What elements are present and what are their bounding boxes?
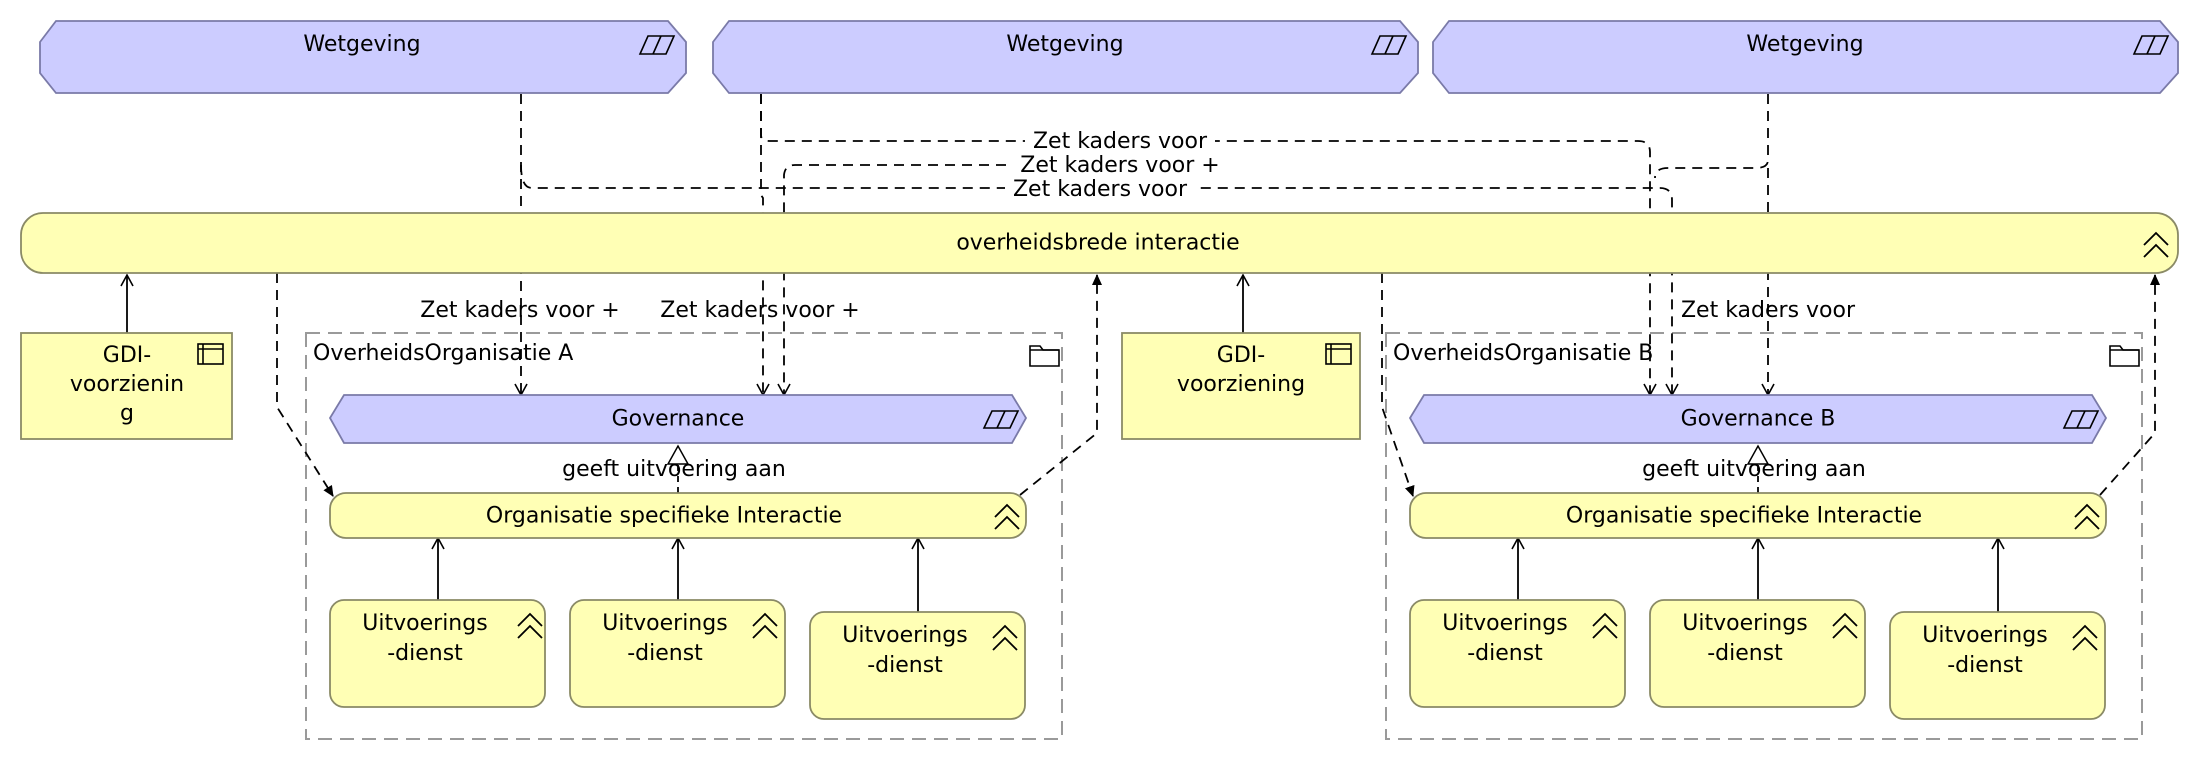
overheidsbrede-label: overheidsbrede interactie: [956, 231, 1239, 256]
interaction-org-specifiek-b[interactable]: Organisatie specifieke Interactie: [1409, 492, 2107, 539]
interaction-chevron-icon: [2143, 231, 2169, 258]
interaction-chevron-icon: [2074, 503, 2100, 530]
service-a-2-line-2: -dienst: [627, 641, 703, 666]
label-zet-kaders-voor-b: Zet kaders voor: [1681, 298, 1856, 323]
requirement-governance-b[interactable]: Governance B: [1408, 394, 2108, 444]
connector-wet2-gov-b: [760, 94, 1657, 397]
service-b-2-line-2: -dienst: [1707, 641, 1783, 666]
relation-labels: Zet kaders voor Zet kaders voor + Zet ka…: [420, 128, 1866, 482]
requirement-wetgeving-2[interactable]: Wetgeving: [712, 20, 1419, 94]
connector-wet2-gov-a: [756, 94, 770, 397]
service-a-3-line-2: -dienst: [867, 653, 943, 678]
service-b-3[interactable]: Uitvoerings -dienst: [1889, 611, 2106, 720]
label-zet-kaders-voor-1: Zet kaders voor: [1033, 129, 1208, 154]
interaction-chevron-icon: [992, 624, 1018, 651]
requirement-wetgeving-3[interactable]: Wetgeving: [1432, 20, 2179, 94]
node-gdi-right[interactable]: GDI- voorziening: [1121, 332, 1361, 440]
service-b-1-line-1: Uitvoerings: [1442, 611, 1567, 636]
service-a-3-line-1: Uitvoerings: [842, 623, 967, 648]
service-b-2-line-1: Uitvoerings: [1682, 611, 1807, 636]
label-zet-kaders-voor-plus-a1: Zet kaders voor +: [420, 298, 619, 323]
connector-wet1-gov-b: [520, 164, 1679, 397]
label-geeft-uitvoering-aan-b: geeft uitvoering aan: [1642, 457, 1866, 482]
wetgeving-3-label: Wetgeving: [1746, 32, 1863, 57]
connector-wet3-gov-b: [1654, 94, 1768, 395]
interaction-org-specifiek-a[interactable]: Organisatie specifieke Interactie: [329, 492, 1027, 539]
service-a-2[interactable]: Uitvoerings -dienst: [569, 599, 786, 708]
interaction-overheidsbrede[interactable]: overheidsbrede interactie: [20, 212, 2179, 274]
connectors: [120, 94, 2160, 612]
interaction-chevron-icon: [517, 612, 543, 639]
parallelogram-icon: [982, 410, 1020, 429]
connector-obi-osi-a: [276, 273, 334, 497]
org-specifiek-b-label: Organisatie specifieke Interactie: [1566, 504, 1922, 529]
service-a-3[interactable]: Uitvoerings -dienst: [809, 611, 1026, 720]
group-a-title: OverheidsOrganisatie A: [313, 341, 573, 366]
interaction-chevron-icon: [1592, 612, 1618, 639]
folder-icon: [1029, 345, 1060, 367]
service-a-1[interactable]: Uitvoerings -dienst: [329, 0, 754, 708]
gdi-left-line-1: GDI-: [103, 343, 151, 368]
group-overheidsorganisatie-b[interactable]: OverheidsOrganisatie B: [1385, 332, 2143, 740]
node-box-icon: [1325, 343, 1352, 365]
service-b-3-line-2: -dienst: [1947, 653, 2023, 678]
org-specifiek-a-label: Organisatie specifieke Interactie: [486, 504, 842, 529]
group-b-title: OverheidsOrganisatie B: [1393, 341, 1653, 366]
gdi-right-line-2: voorziening: [1177, 372, 1305, 397]
parallelogram-icon: [1370, 35, 1408, 55]
service-b-3-line-1: Uitvoerings: [1922, 623, 2047, 648]
service-a-1-line-2: -dienst: [387, 641, 463, 666]
parallelogram-icon: [2132, 35, 2170, 55]
parallelogram-icon: [2062, 410, 2100, 429]
requirement-wetgeving-1[interactable]: Wetgeving: [39, 20, 687, 94]
label-zet-kaders-voor-2: Zet kaders voor: [1013, 177, 1188, 202]
service-b-1-line-2: -dienst: [1467, 641, 1543, 666]
connector-osi-b-obi: [2099, 274, 2160, 496]
gdi-left-line-2: voorzienin: [70, 372, 184, 397]
interaction-chevron-icon: [2072, 624, 2098, 651]
interaction-chevron-icon: [1832, 612, 1858, 639]
gdi-right-line-1: GDI-: [1217, 343, 1265, 368]
connector-obi-osi-b: [1381, 273, 1415, 497]
node-box-icon: [197, 343, 224, 365]
requirement-governance-a[interactable]: Governance: [328, 394, 1028, 444]
governance-b-label: Governance B: [1681, 407, 1836, 432]
label-geeft-uitvoering-aan-a: geeft uitvoering aan: [562, 457, 786, 482]
wetgeving-2-label: Wetgeving: [1006, 32, 1123, 57]
service-a-2-line-1: Uitvoerings: [602, 611, 727, 636]
interaction-chevron-icon: [994, 503, 1020, 530]
service-a-1-line-1: Uitvoerings: [362, 611, 487, 636]
parallelogram-icon: [638, 35, 676, 55]
label-zet-kaders-voor-plus-a2: Zet kaders voor +: [660, 298, 859, 323]
service-b-2[interactable]: Uitvoerings -dienst: [1649, 599, 1866, 708]
connector-osi-a-obi: [1019, 274, 1102, 496]
node-gdi-left[interactable]: GDI- voorzienin g: [20, 332, 233, 440]
service-b-1[interactable]: Uitvoerings -dienst: [1409, 599, 1626, 708]
group-overheidsorganisatie-a[interactable]: OverheidsOrganisatie A: [305, 332, 1063, 740]
wetgeving-1-label: Wetgeving: [303, 32, 420, 57]
gdi-left-line-3: g: [120, 401, 134, 426]
folder-icon: [2109, 345, 2140, 367]
governance-a-label: Governance: [612, 407, 745, 432]
connector-wet2-gov-a-plus: [777, 164, 1040, 397]
interaction-chevron-icon: [752, 612, 778, 639]
label-zet-kaders-voor-plus-top: Zet kaders voor +: [1020, 153, 1219, 178]
